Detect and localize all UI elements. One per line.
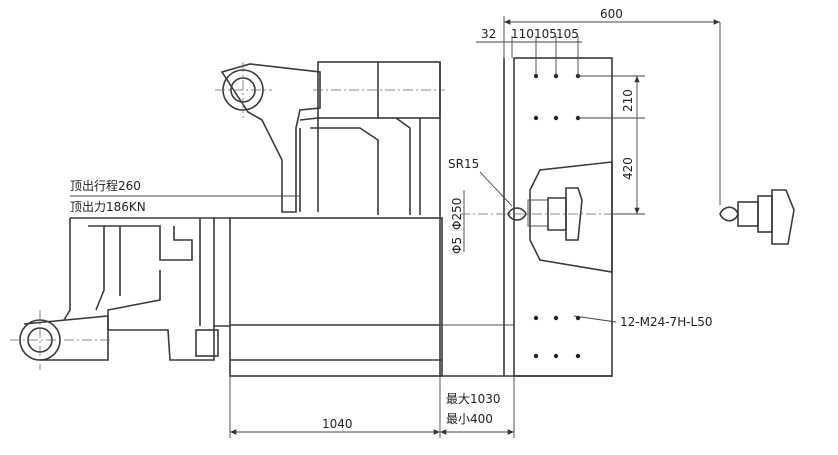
dim-top-d: 105 <box>556 27 579 41</box>
bolt-callout: 12-M24-7H-L50 <box>573 315 713 329</box>
upper-toggle-link <box>215 62 321 213</box>
dim-sr: SR15 <box>448 157 479 171</box>
moving-platen <box>229 62 514 377</box>
label-ejector-force: 顶出力186KN <box>70 200 146 214</box>
dim-top-a: 32 <box>481 27 496 41</box>
dim-stroke-min: 最小400 <box>446 412 493 426</box>
fixed-platen <box>440 57 613 377</box>
dim-right-lower: 420 <box>621 157 635 180</box>
dim-right-upper: 210 <box>621 89 635 112</box>
dim-top-b: 110 <box>511 27 534 41</box>
dim-bottom-left: 1040 <box>322 417 353 431</box>
top-dimensions: 600 32 110 105 105 <box>476 7 721 205</box>
label-bolt-holes: 12-M24-7H-L50 <box>620 315 713 329</box>
dim-diameter-small: Φ5 <box>450 237 464 254</box>
upper-housing <box>299 61 445 215</box>
bolt-holes <box>533 73 581 359</box>
dim-stroke-max: 最大1030 <box>446 392 501 406</box>
lower-frame <box>10 217 230 370</box>
nozzle-detail <box>719 189 795 245</box>
dim-top-c: 105 <box>534 27 557 41</box>
dim-diameter-big: Φ250 <box>450 198 464 230</box>
nozzle-cone <box>460 161 613 273</box>
label-ejector-stroke: 顶出行程260 <box>70 178 141 193</box>
bottom-dimensions: 1040 最大1030 最小400 <box>229 376 515 438</box>
dim-top-total: 600 <box>600 7 623 21</box>
right-dimensions: 210 420 <box>578 75 645 215</box>
nozzle-dimensions: SR15 Φ250 Φ5 <box>448 157 513 254</box>
